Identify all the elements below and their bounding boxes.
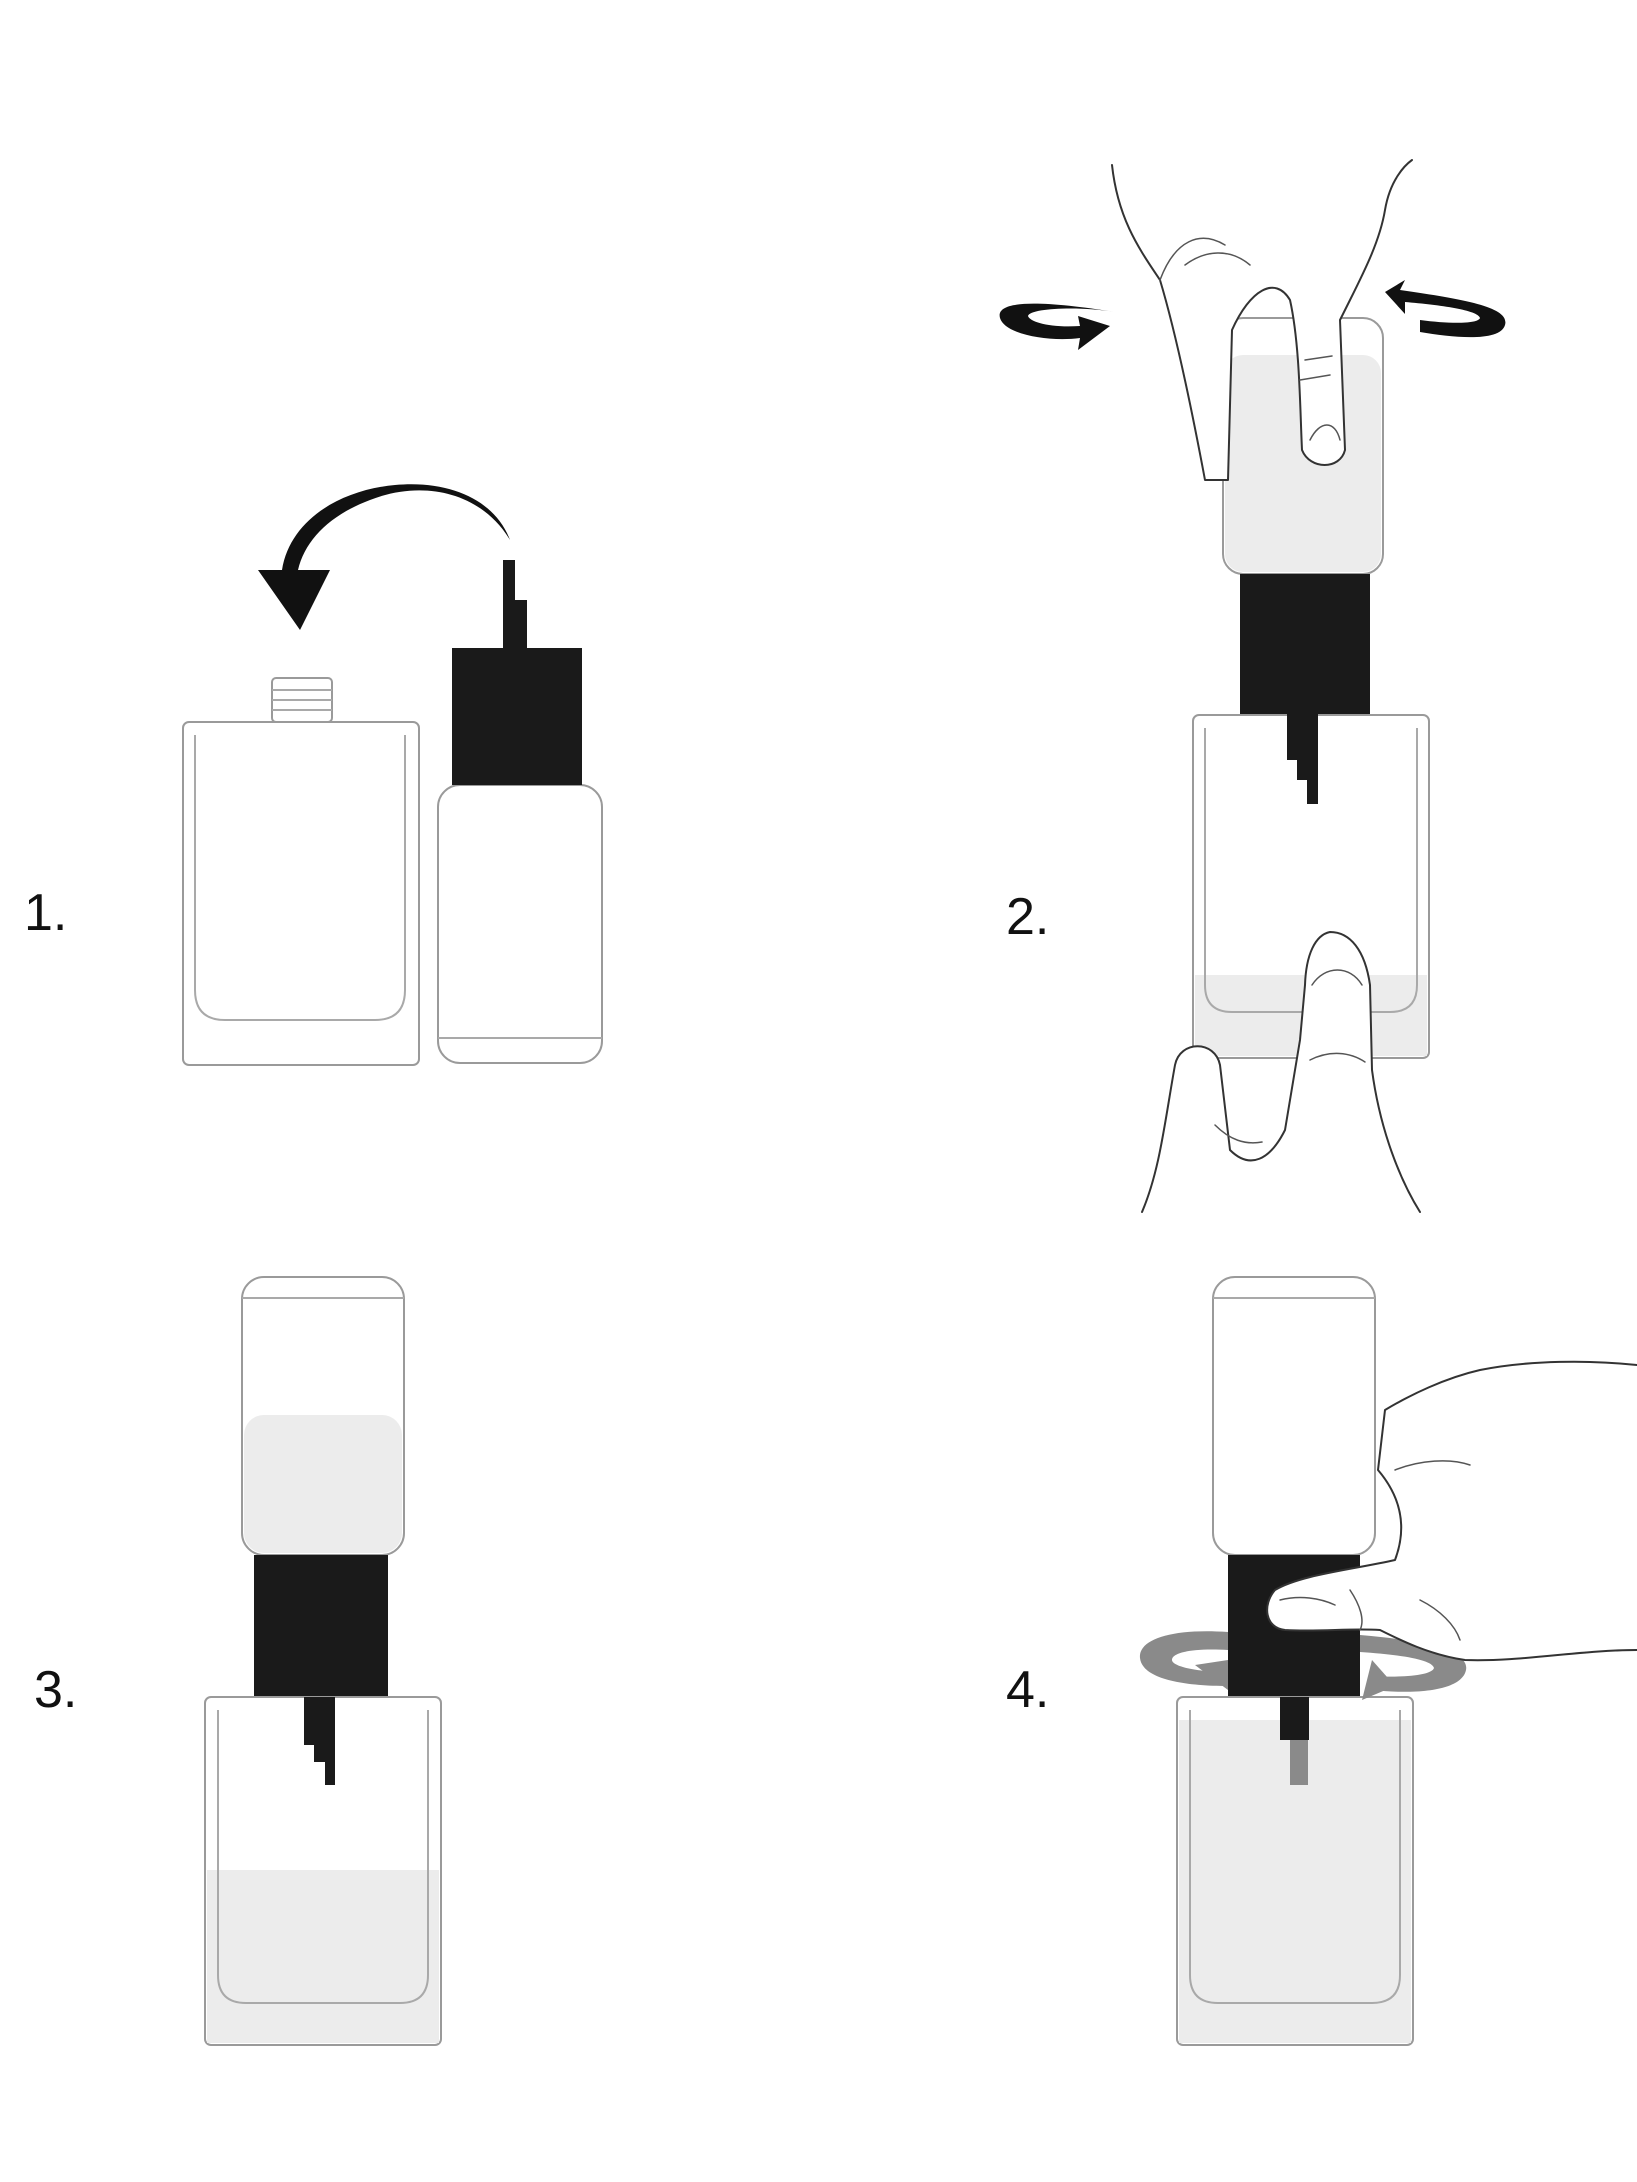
refill-bottle bbox=[437, 560, 603, 1064]
perfume-bottle bbox=[1192, 714, 1430, 1059]
rotate-arrows-icon bbox=[999, 280, 1506, 350]
step-1-panel: 1. bbox=[24, 484, 603, 1066]
refill-bottle-inverted bbox=[241, 1276, 405, 1697]
step-3-label: 3. bbox=[34, 1661, 77, 1719]
twisting-hand bbox=[1266, 1360, 1637, 1662]
refill-bottle-inverted bbox=[1212, 1276, 1376, 1697]
step-3-panel: 3. bbox=[34, 1276, 442, 2046]
top-hand bbox=[1111, 159, 1413, 481]
perfume-bottle bbox=[1176, 1696, 1414, 2046]
empty-perfume-bottle bbox=[182, 677, 420, 1066]
step-4-panel: 4. bbox=[1006, 1276, 1637, 2046]
step-4-label: 4. bbox=[1006, 1661, 1049, 1719]
curved-arrow-icon bbox=[258, 484, 510, 630]
perfume-bottle bbox=[204, 1696, 442, 2046]
step-1-label: 1. bbox=[24, 884, 67, 942]
step-2-panel: 2. bbox=[999, 159, 1506, 1213]
step-2-label: 2. bbox=[1006, 888, 1049, 946]
bottom-hand bbox=[1141, 931, 1421, 1213]
